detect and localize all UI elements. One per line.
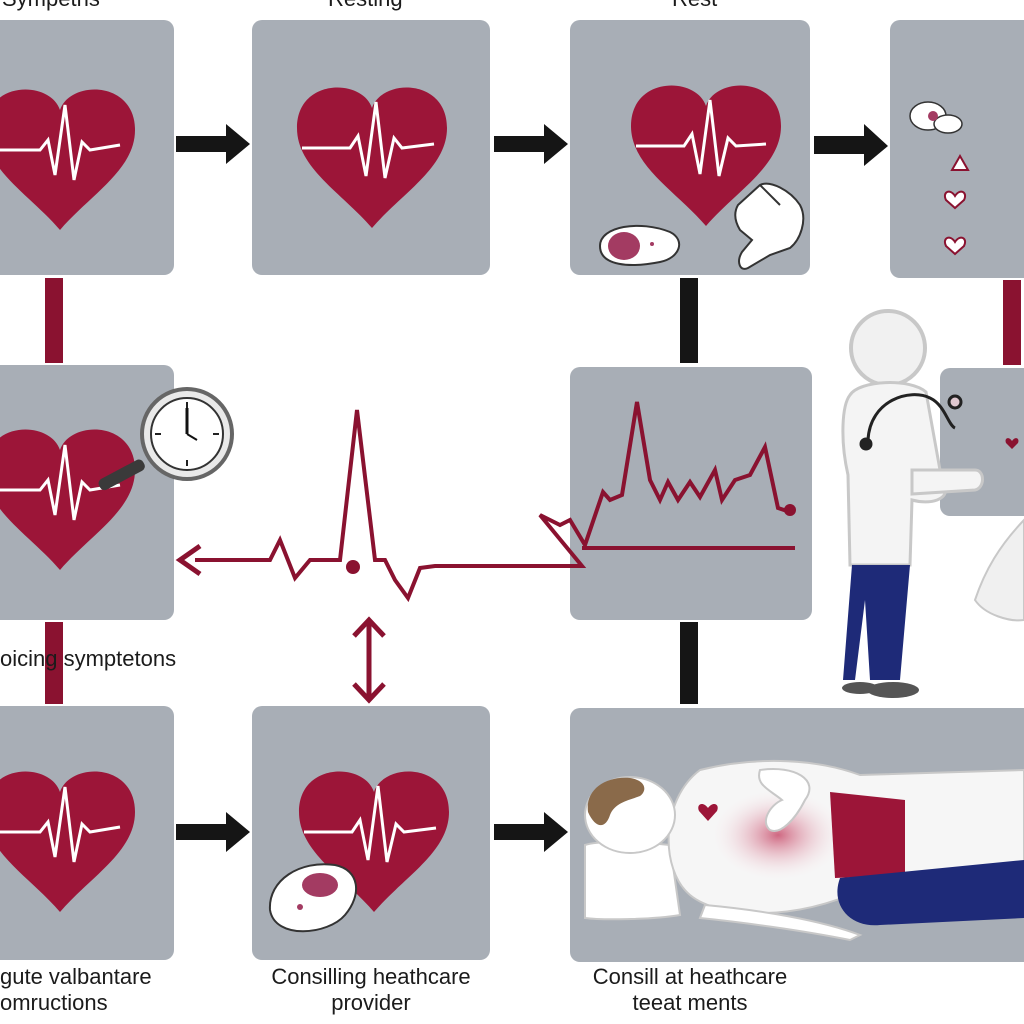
- pill-icon: [598, 224, 681, 266]
- arrow-icon: [176, 124, 888, 852]
- heart-ecg-icon: [299, 771, 449, 912]
- label-treatments-line2: teeat ments: [632, 990, 748, 1015]
- label-top-center: Restlng: [328, 0, 403, 12]
- pill-icon: [909, 101, 963, 134]
- double-arrow-icon: [352, 616, 386, 704]
- small-heart-icon: [1005, 438, 1019, 449]
- ecg-marker: [784, 504, 796, 516]
- stethoscope-icon: [859, 393, 963, 451]
- small-heart-icon: [944, 190, 966, 256]
- ecg-waveform: [175, 401, 795, 603]
- panel-top-right: [890, 20, 1024, 278]
- connector-right-red: [1003, 280, 1021, 365]
- warning-icon: [950, 153, 970, 171]
- connector-mid-left: [45, 622, 63, 704]
- label-top-right: Rest: [672, 0, 717, 12]
- pill-icon: [268, 863, 358, 933]
- label-treatments-line1: Consill at heathcare: [592, 964, 788, 989]
- label-valve-instructions-line2: omructions: [0, 990, 108, 1015]
- label-valve-instructions-line1: gute valbantare: [0, 964, 152, 989]
- panel-ecg-monitor: [570, 367, 812, 620]
- label-voicing-symptoms: oicing symptetons: [0, 646, 177, 671]
- doctor-icon: [841, 309, 984, 698]
- connector-center-bottom: [680, 622, 698, 704]
- label-consulting-provider-line2: provider: [331, 990, 411, 1015]
- label-consulting-provider-line1: Consilling heathcare: [271, 964, 471, 989]
- label-top-left: Sympetns: [2, 0, 100, 12]
- heart-ecg-icon: [297, 87, 447, 228]
- patient-icon: [584, 759, 1024, 942]
- stopwatch-icon: [140, 387, 234, 481]
- connector-top-left: [45, 278, 63, 363]
- ecg-marker: [346, 560, 360, 574]
- heart-ecg-icon: [0, 89, 135, 230]
- hand-icon: [734, 182, 805, 270]
- heart-ecg-icon: [0, 429, 135, 570]
- heart-ecg-icon: [0, 771, 135, 912]
- magnifier-icon: [98, 459, 145, 491]
- heart-ecg-icon: [631, 85, 781, 226]
- patient-limb: [973, 518, 1024, 622]
- connector-center-top: [680, 278, 698, 363]
